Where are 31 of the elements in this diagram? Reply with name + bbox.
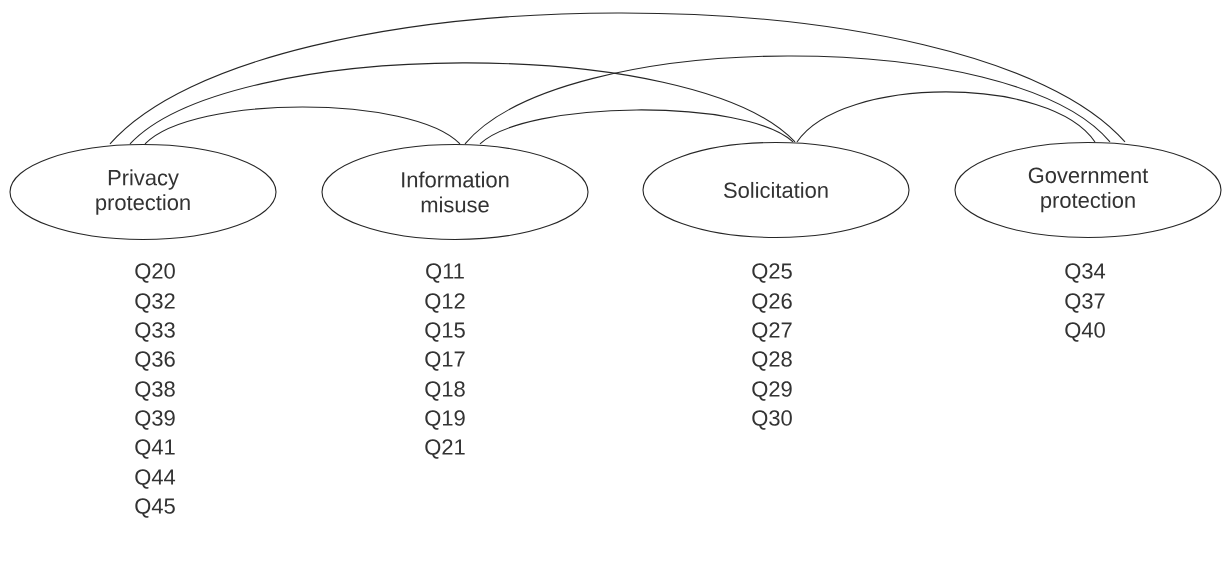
question-label: Q36 <box>135 351 175 371</box>
question-label: Q11 <box>426 263 464 283</box>
question-label: Q12 <box>425 293 465 313</box>
question-label: Q26 <box>752 293 792 313</box>
question-label: Q25 <box>752 263 792 283</box>
question-label: Q27 <box>752 322 792 342</box>
question-label: Q40 <box>1065 322 1105 342</box>
question-label: Q39 <box>135 410 175 430</box>
question-label: Q37 <box>1065 293 1105 313</box>
question-label: Q17 <box>425 351 465 371</box>
question-label: Q20 <box>135 263 175 283</box>
question-label: Q15 <box>425 322 465 342</box>
question-label: Q32 <box>135 293 175 313</box>
question-label: Q28 <box>752 351 792 371</box>
question-label: Q21 <box>425 439 465 459</box>
question-label: Q44 <box>135 469 176 489</box>
question-label: Q30 <box>752 410 792 430</box>
question-label: Q33 <box>135 322 175 342</box>
connector-arc <box>109 12 1126 145</box>
connector-arc <box>479 109 794 145</box>
question-label: Q45 <box>135 498 175 518</box>
question-label: Q19 <box>425 410 465 430</box>
question-label: Q38 <box>135 381 175 401</box>
connector-arc <box>129 62 796 145</box>
question-label: Q29 <box>752 381 792 401</box>
connector-arc <box>144 106 461 145</box>
question-label: Q34 <box>1065 263 1106 283</box>
connector-arc <box>796 91 1096 143</box>
question-label: Q41 <box>135 439 175 459</box>
question-label: Q18 <box>425 381 465 401</box>
connector-arc <box>464 55 1111 145</box>
